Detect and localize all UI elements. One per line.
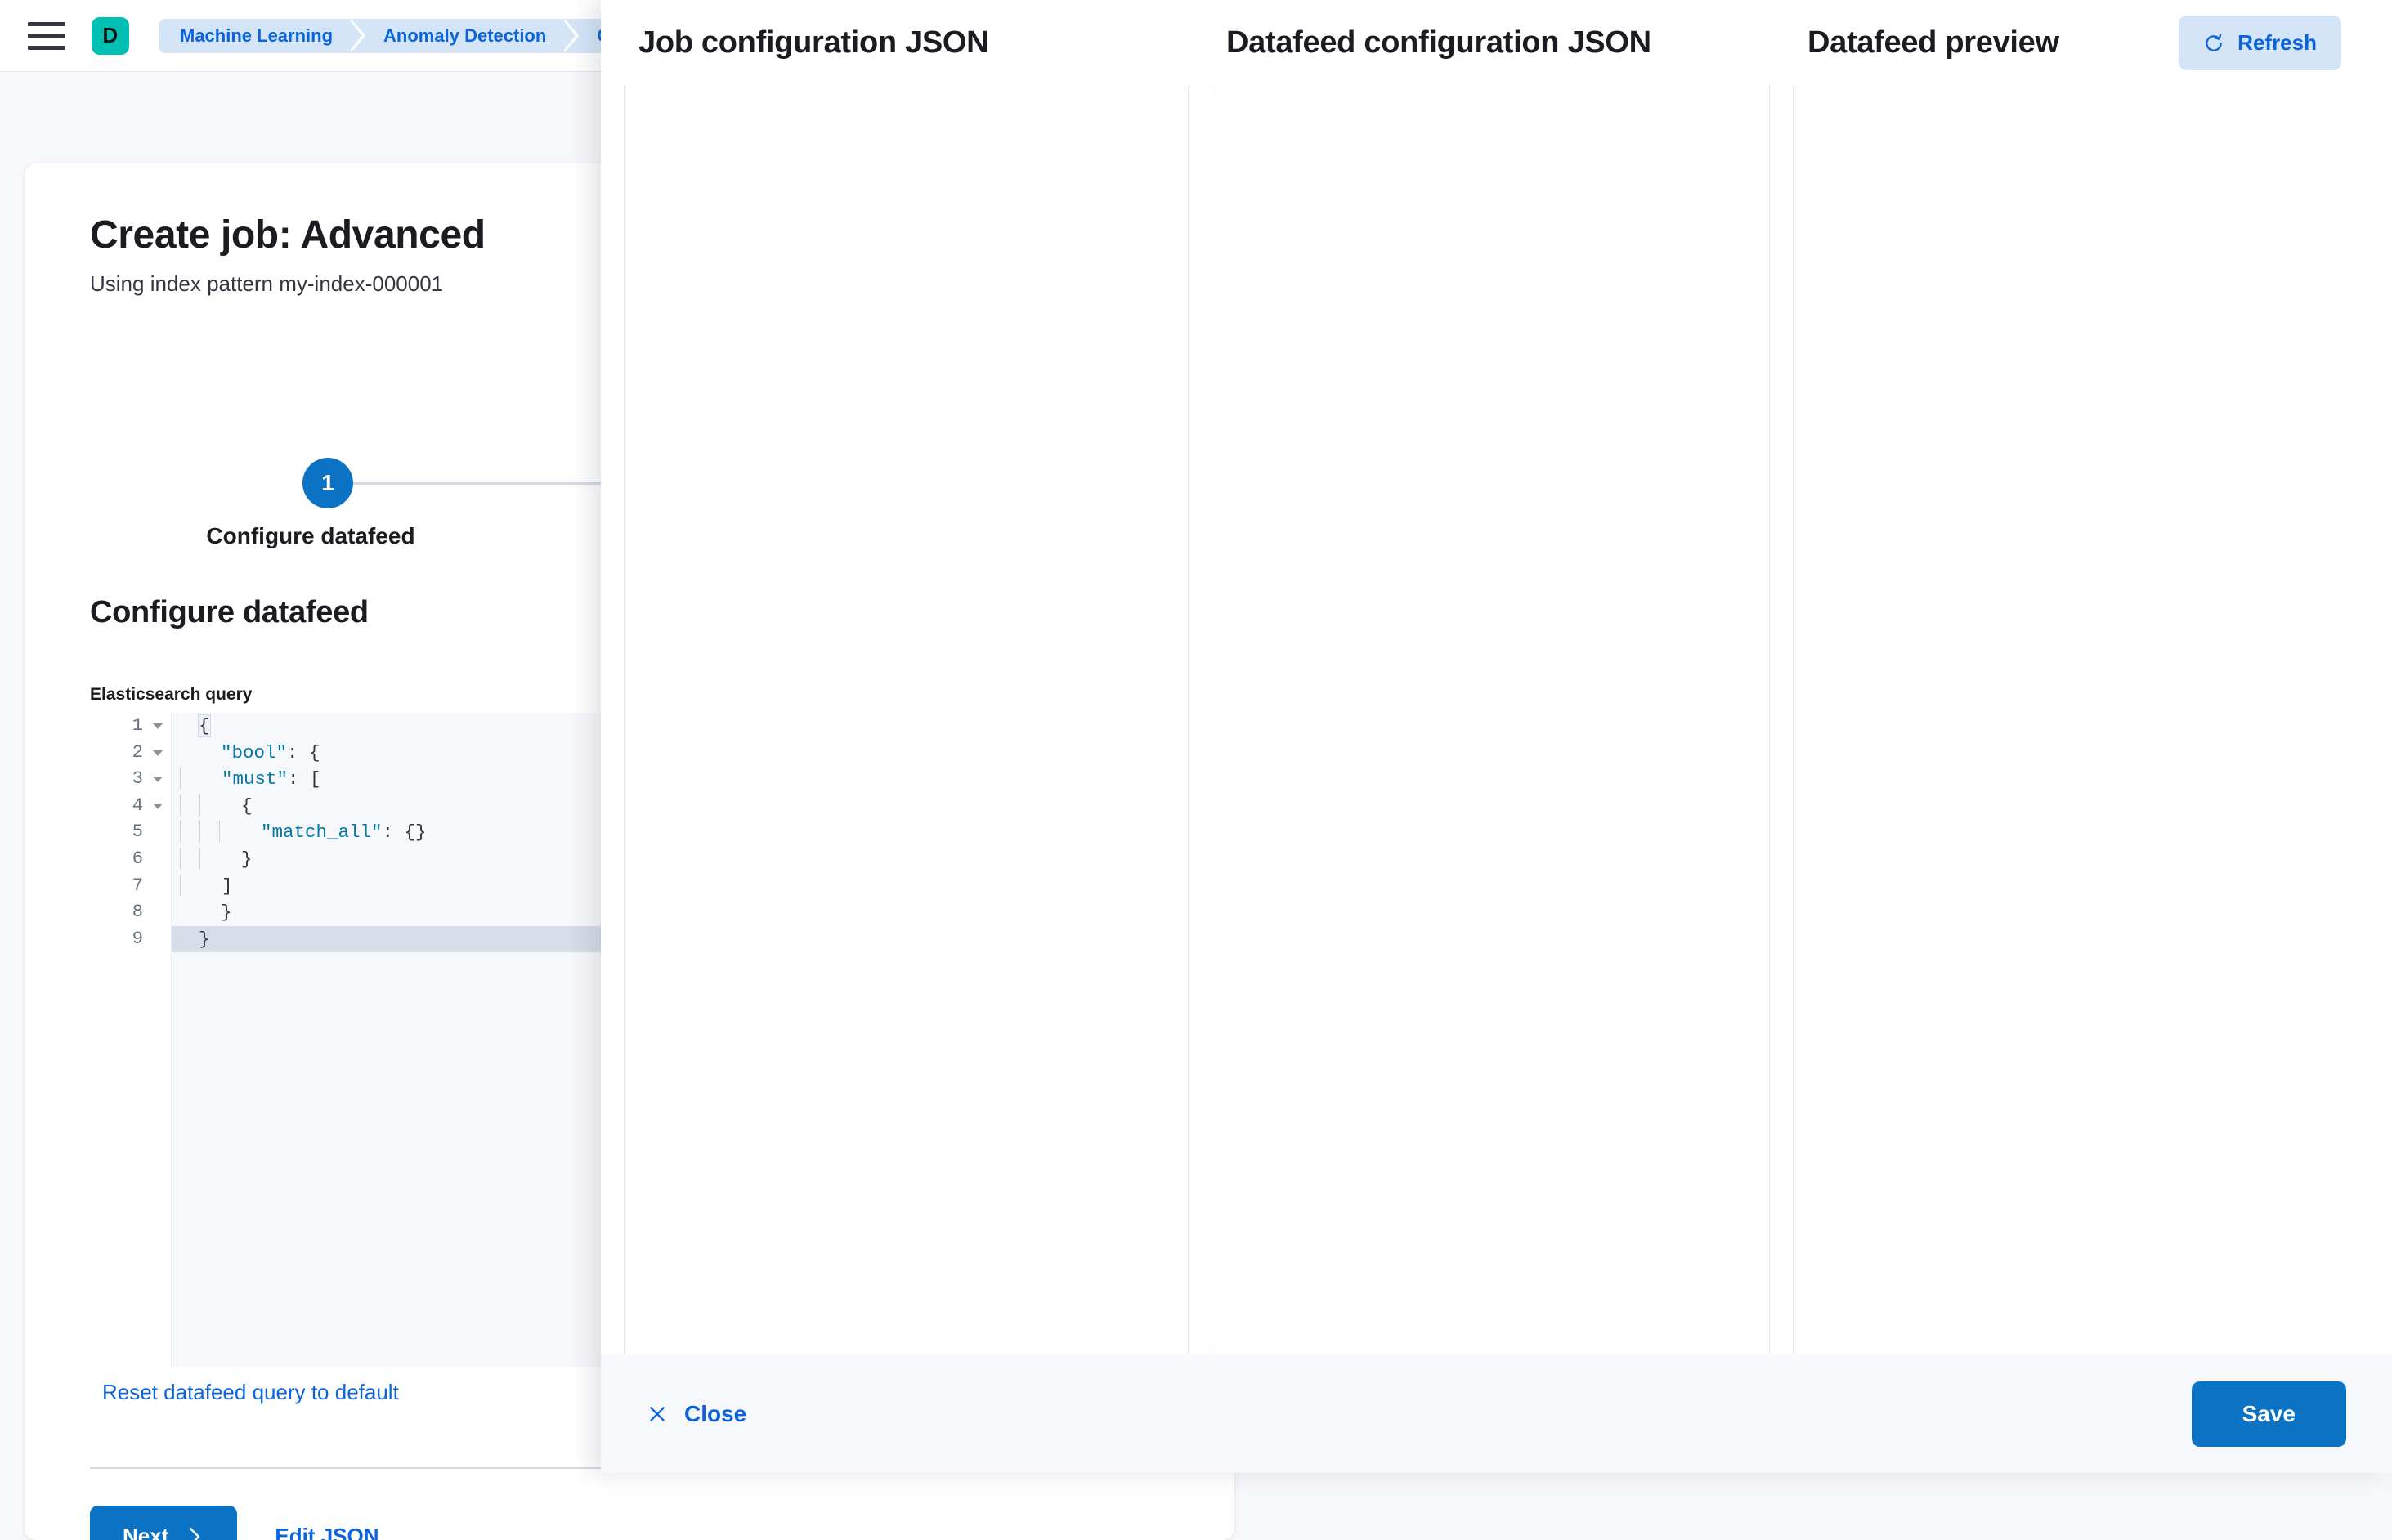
close-button-label: Close	[684, 1401, 746, 1427]
chevron-right-icon	[186, 1526, 204, 1540]
datafeed-preview-head: Datafeed preview Refresh	[1770, 0, 2392, 86]
close-button[interactable]: Close	[647, 1401, 746, 1427]
job-configuration-pane: Job configuration JSON 12345678910111213…	[601, 0, 1188, 1354]
next-button[interactable]: Next	[90, 1506, 237, 1540]
datafeed-preview-title: Datafeed preview	[1807, 25, 2059, 60]
editor-line-number: 5	[90, 819, 171, 846]
datafeed-preview-pane: Datafeed preview Refresh 123456789101112…	[1770, 0, 2392, 1354]
datafeed-configuration-pane: Datafeed configuration JSON 123456789101…	[1189, 0, 1769, 1354]
close-icon	[647, 1403, 668, 1425]
space-avatar[interactable]: D	[92, 17, 129, 55]
fold-triangle-icon[interactable]	[153, 723, 163, 729]
next-button-label: Next	[123, 1524, 168, 1540]
editor-line-number: 2	[90, 740, 171, 767]
datafeed-configuration-editor-wrap: 123456789101112131415161718192021 { "dat…	[1212, 86, 1769, 1354]
editor-line-number: 7	[90, 873, 171, 900]
edit-json-link[interactable]: Edit JSON	[275, 1524, 379, 1540]
refresh-button[interactable]: Refresh	[2179, 16, 2341, 70]
refresh-button-label: Refresh	[2237, 30, 2317, 56]
fold-triangle-icon[interactable]	[153, 804, 163, 809]
page-subtitle: Using index pattern my-index-000001	[90, 271, 443, 297]
editor-line-number: 4	[90, 793, 171, 820]
breadcrumb-item-0[interactable]: Machine Learning	[159, 19, 361, 53]
wizard-step-1-label: Configure datafeed	[25, 523, 597, 549]
editor-line-number: 8	[90, 899, 171, 926]
menu-icon[interactable]	[28, 22, 65, 50]
datafeed-preview-editor-wrap: 123456789101112 [ { "_index": "my-index-…	[1793, 86, 2392, 1354]
fold-triangle-icon[interactable]	[153, 777, 163, 782]
wizard-step-1-circle[interactable]: 1	[302, 458, 353, 508]
section-title: Configure datafeed	[90, 595, 369, 630]
wizard-footer: Next Edit JSON	[90, 1506, 379, 1540]
fold-triangle-icon[interactable]	[153, 750, 163, 756]
refresh-icon	[2203, 33, 2224, 54]
job-configuration-editor-wrap: 12345678910111213 { "job_id": "", "descr…	[624, 86, 1188, 1354]
editor-line-number: 6	[90, 846, 171, 873]
page-title: Create job: Advanced	[90, 213, 486, 257]
job-configuration-title: Job configuration JSON	[601, 0, 1188, 86]
advanced-configuration-flyout: Job configuration JSON 12345678910111213…	[601, 0, 2392, 1473]
elasticsearch-query-label: Elasticsearch query	[90, 685, 252, 705]
editor-line-number: 3	[90, 766, 171, 793]
datafeed-configuration-title: Datafeed configuration JSON	[1189, 0, 1769, 86]
reset-datafeed-query-link[interactable]: Reset datafeed query to default	[102, 1380, 399, 1405]
editor-line-number: 1	[90, 713, 171, 740]
flyout-body: Job configuration JSON 12345678910111213…	[601, 0, 2392, 1354]
breadcrumb-item-1[interactable]: Anomaly Detection	[361, 19, 574, 53]
flyout-footer: Close Save	[601, 1354, 2392, 1473]
editor-line-number: 9	[90, 926, 171, 953]
save-button[interactable]: Save	[2192, 1381, 2346, 1447]
